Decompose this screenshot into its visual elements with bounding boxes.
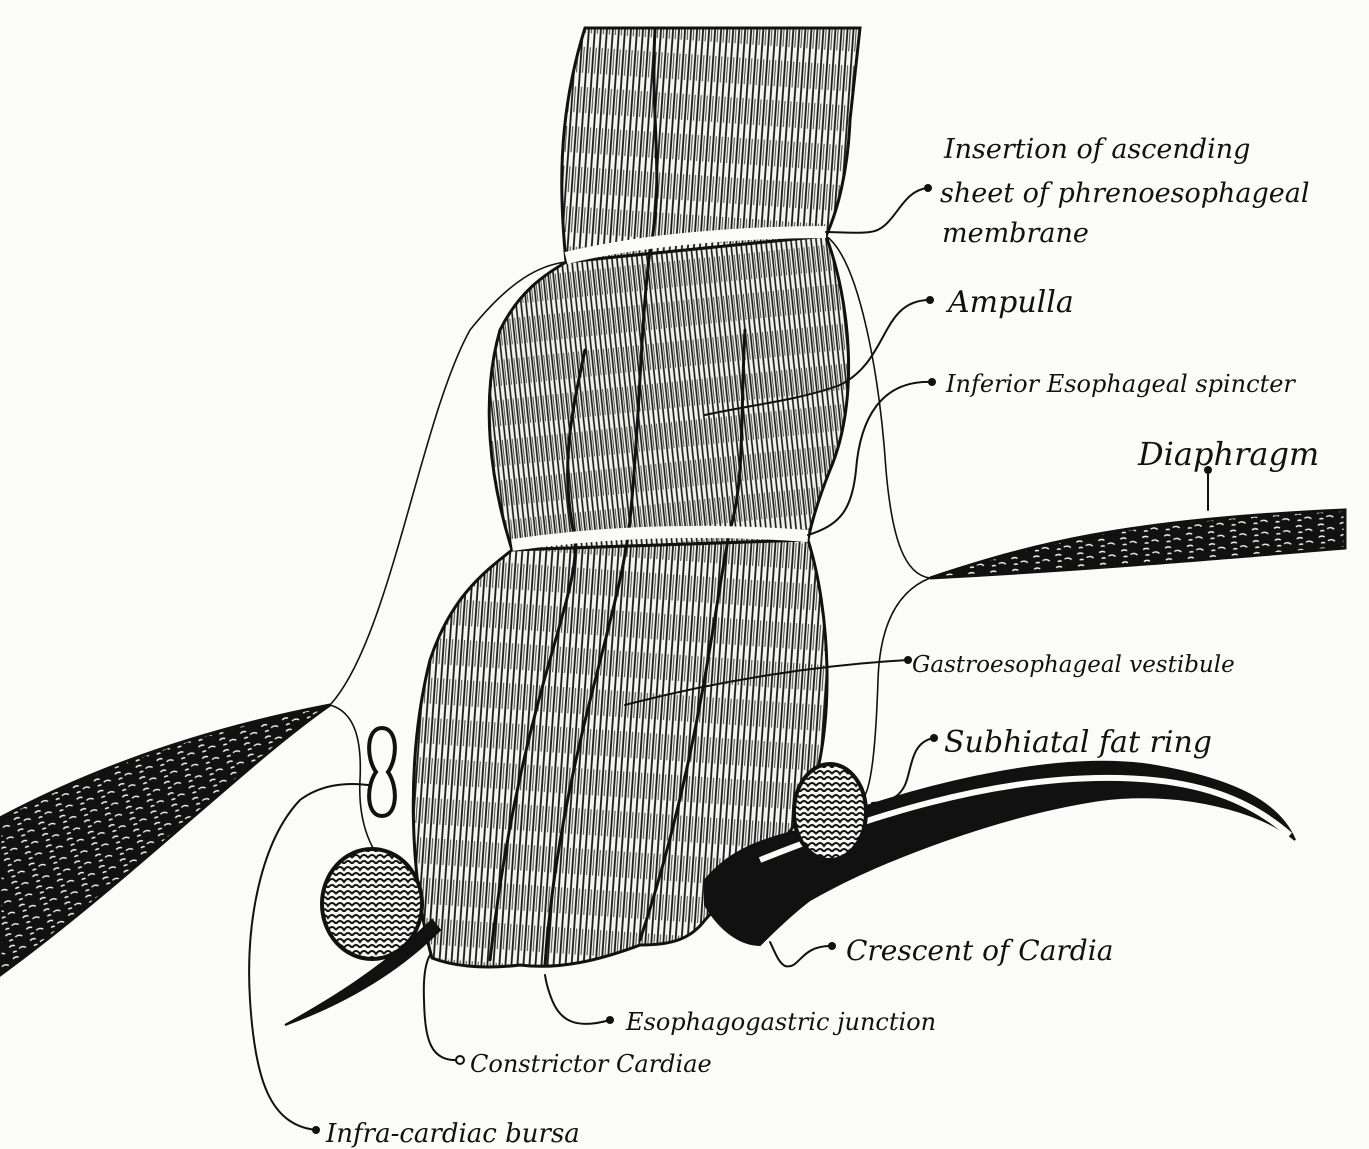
label-ampulla: Ampulla [945,285,1074,320]
label-insertion-line1: Insertion of ascending [943,134,1250,165]
subhiatal-fat-pad-left [322,849,422,959]
label-vestibule: Gastroesophageal vestibule [912,652,1235,678]
infra-cardiac-bursa-shape [369,728,395,816]
esophagus-ampulla [489,236,848,550]
label-fat-ring: Subhiatal fat ring [944,725,1212,760]
label-bursa: Infra-cardiac bursa [325,1119,580,1149]
label-insertion-line2: sheet of phrenoesophageal [940,178,1310,209]
leader-constrictor [424,955,460,1060]
subhiatal-fat-pad-right [794,764,866,860]
peritoneal-line-right [862,578,930,800]
leader-junction [545,975,610,1024]
label-diaphragm: Diaphragm [1137,435,1319,473]
label-crescent: Crescent of Cardia [846,934,1113,967]
diaphragm-left-crus [0,705,330,975]
leader-crescent [770,942,832,966]
label-inferior-sphincter: Inferior Esophageal spincter [945,370,1296,398]
label-constrictor: Constrictor Cardiae [470,1050,712,1078]
diaphragm-right [930,510,1345,578]
leader-bursa [249,784,368,1130]
label-junction: Esophagogastric junction [625,1008,936,1036]
label-insertion-line3: membrane [942,218,1089,249]
